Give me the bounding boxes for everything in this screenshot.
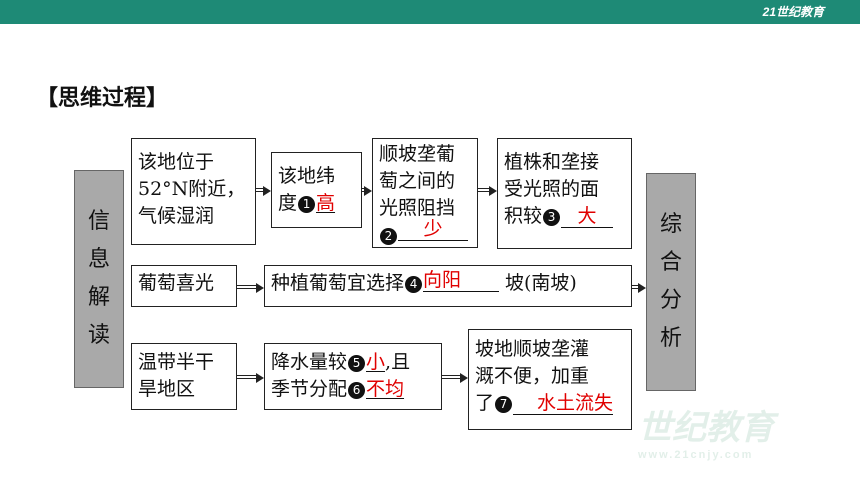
answer-light-blocking: 少 [398,218,468,241]
blank-number: 4 [405,276,423,293]
location-climate-box: 该地位于 52°N附近， 气候湿润 [131,138,256,245]
grape-light-box: 葡萄喜光 [131,265,237,307]
blank-number: 2 [380,228,397,245]
arrow [632,283,646,293]
answer-light-area: 大 [561,205,614,228]
arrow [237,283,264,293]
blank-number: 5 [348,355,366,372]
info-interpretation-label: 信 息 解 读 [74,170,124,388]
watermark: 世纪教育 www.21cnjy.com [638,409,774,461]
answer-distribution: 不均 [366,378,405,400]
comprehensive-analysis-label: 综 合 分 析 [646,173,696,391]
semi-arid-box: 温带半干 旱地区 [131,343,237,410]
blank-number: 1 [298,196,316,213]
site-logo: 21世纪教育 [762,5,824,19]
answer-latitude: 高 [316,192,336,214]
blank-number: 7 [495,396,513,413]
arrow [256,186,271,196]
arrow [478,186,497,196]
arrow [442,373,468,383]
section-title: 【思维过程】 [36,86,169,111]
blank-number: 3 [543,209,561,226]
arrow [237,373,264,383]
answer-soil-erosion: 水土流失 [513,392,614,415]
answer-precipitation: 小 [366,351,386,373]
arrow [362,186,372,196]
top-banner: 21世纪教育 [0,0,860,24]
answer-slope: 向阳 [423,269,500,292]
blank-number: 6 [348,382,366,399]
